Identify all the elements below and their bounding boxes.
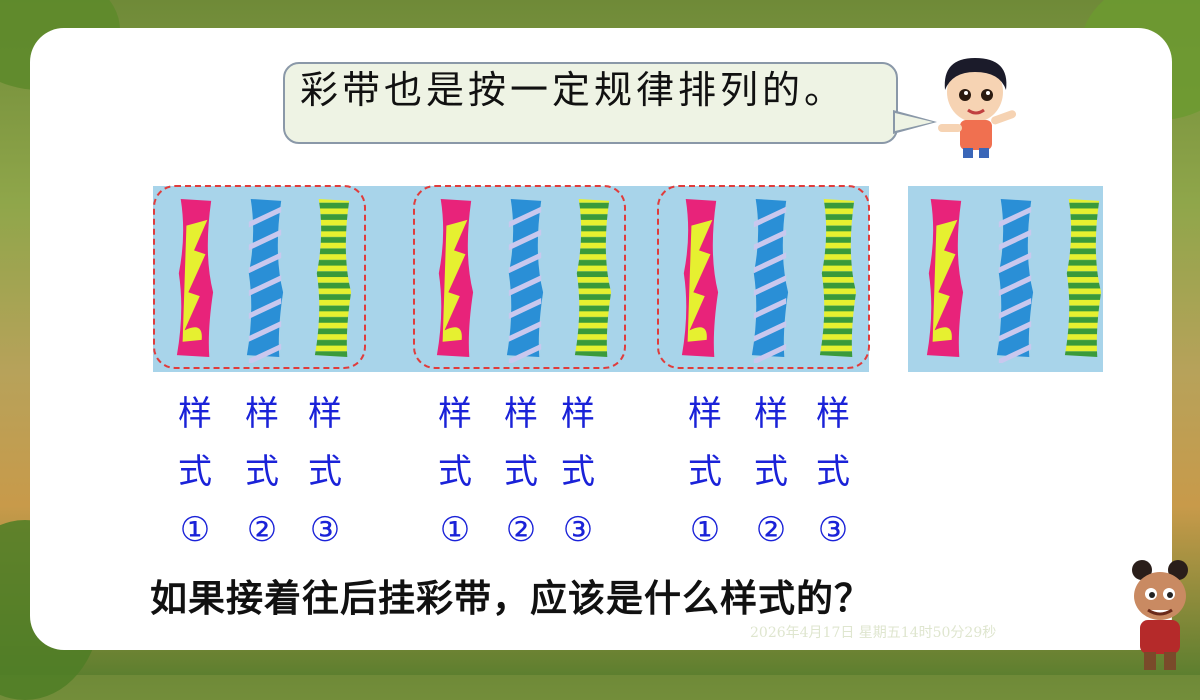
boy-character-icon xyxy=(938,58,1017,158)
style-label-char: 样 xyxy=(504,394,538,434)
style-label-number: ① xyxy=(179,510,211,550)
style-label-char: 式 xyxy=(504,452,538,492)
group-box-1 xyxy=(153,185,366,369)
style-label-char: 样 xyxy=(561,394,595,434)
ribbon-style-3 xyxy=(574,198,612,358)
style-label-1-2: 样式 ② xyxy=(237,385,287,559)
style-label-char: 式 xyxy=(245,452,279,492)
ribbon-style-3 xyxy=(1064,198,1102,358)
speech-bubble-tail-fill xyxy=(895,113,933,131)
speech-bubble xyxy=(283,62,898,144)
style-label-number: ① xyxy=(689,510,721,550)
question-text: 如果接着往后挂彩带，应该是什么样式的？ xyxy=(150,577,872,620)
style-label-char: 样 xyxy=(688,394,722,434)
ribbon-style-1 xyxy=(681,198,719,358)
style-label-2-2: 样式 ② xyxy=(496,385,546,559)
style-label-char: 样 xyxy=(438,394,472,434)
ribbon-style-2 xyxy=(246,198,284,363)
group-box-3 xyxy=(657,185,870,369)
style-label-char: 式 xyxy=(178,452,212,492)
style-label-3-3: 样式 ③ xyxy=(808,385,858,559)
style-label-char: 式 xyxy=(308,452,342,492)
style-label-char: 样 xyxy=(816,394,850,434)
style-label-3-2: 样式 ② xyxy=(746,385,796,559)
style-label-1-3: 样式 ③ xyxy=(300,385,350,559)
style-label-char: 样 xyxy=(308,394,342,434)
style-label-char: 式 xyxy=(688,452,722,492)
style-label-2-3: 样式 ③ xyxy=(553,385,603,559)
timestamp: 2026年4月17日 星期五14时50分29秒 xyxy=(750,625,997,641)
style-label-3-1: 样式 ① xyxy=(680,385,730,559)
speech-bubble-text: 彩带也是按一定规律排列的。 xyxy=(300,68,847,112)
ribbon-style-2 xyxy=(996,198,1034,363)
style-label-2-1: 样式 ① xyxy=(430,385,480,559)
style-label-char: 式 xyxy=(438,452,472,492)
style-label-number: ① xyxy=(439,510,471,550)
ribbon-style-3 xyxy=(819,198,857,358)
style-label-1-1: 样式 ① xyxy=(170,385,220,559)
style-label-number: ③ xyxy=(562,510,594,550)
style-label-char: 样 xyxy=(178,394,212,434)
group-box-2 xyxy=(413,185,626,369)
style-label-char: 式 xyxy=(816,452,850,492)
ribbon-style-1 xyxy=(176,198,214,358)
style-label-char: 式 xyxy=(754,452,788,492)
style-label-char: 式 xyxy=(561,452,595,492)
style-label-number: ③ xyxy=(817,510,849,550)
ribbon-style-1 xyxy=(436,198,474,358)
style-label-number: ② xyxy=(755,510,787,550)
style-label-number: ② xyxy=(246,510,278,550)
ribbon-style-1 xyxy=(926,198,964,358)
style-label-number: ③ xyxy=(309,510,341,550)
style-label-char: 样 xyxy=(754,394,788,434)
ribbon-style-2 xyxy=(506,198,544,363)
style-label-number: ② xyxy=(505,510,537,550)
ribbon-style-3 xyxy=(314,198,352,358)
ribbon-style-2 xyxy=(751,198,789,363)
style-label-char: 样 xyxy=(245,394,279,434)
nezha-character-icon xyxy=(1132,560,1188,670)
